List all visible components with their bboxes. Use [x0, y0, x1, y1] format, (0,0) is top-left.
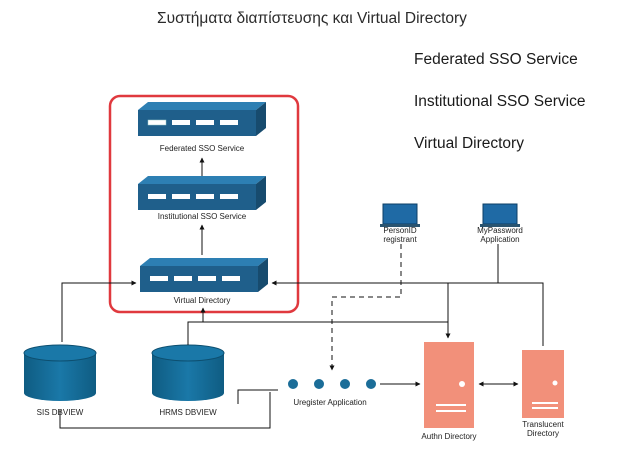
- label-institutional-sso: Institutional SSO Service: [157, 212, 247, 221]
- hrms-dbview-database-icon: [151, 344, 225, 401]
- translucent-directory-server-icon: [522, 350, 564, 418]
- uregister-dot-4: [366, 379, 376, 389]
- edge-hrms-to-uregister: [237, 389, 278, 404]
- authn-directory-server-icon: [424, 342, 474, 428]
- label-federated-sso: Federated SSO Service: [159, 144, 245, 153]
- virtual-directory-switch-icon: [140, 258, 268, 292]
- uregister-dot-3: [340, 379, 350, 389]
- label-sis-dbview: SIS DBVIEW: [36, 408, 84, 417]
- sis-dbview-database-icon: [23, 344, 97, 401]
- personid-laptop-icon: [380, 203, 420, 227]
- edge-sis-to-uregister: [59, 392, 271, 429]
- label-mypassword: MyPassword Application: [477, 226, 523, 244]
- mypassword-laptop-icon: [480, 203, 520, 227]
- edge-translucent-to-vd: [448, 282, 544, 346]
- legend-virtual-directory: Virtual Directory: [414, 135, 524, 152]
- uregister-dot-1: [288, 379, 298, 389]
- edge-personid-to-uregister: [329, 244, 402, 371]
- federated-sso-switch-icon: [138, 102, 266, 136]
- edge-hrms-to-vd: [187, 307, 206, 345]
- label-uregister: Uregister Application: [293, 398, 367, 407]
- uregister-dot-2: [314, 379, 324, 389]
- institutional-sso-switch-icon: [138, 176, 266, 210]
- label-hrms-dbview: HRMS DBVIEW: [159, 408, 217, 417]
- legend-federated-sso: Federated SSO Service: [414, 51, 578, 68]
- label-authn-directory: Authn Directory: [421, 432, 477, 441]
- label-personid: PersonID registrant: [383, 226, 417, 244]
- label-virtual-directory: Virtual Directory: [173, 296, 231, 305]
- legend-institutional-sso: Institutional SSO Service: [414, 93, 586, 110]
- edge-sis-to-vd: [61, 280, 137, 342]
- slide-title: Συστήματα διαπίστευσης και Virtual Direc…: [157, 10, 467, 27]
- label-translucent-directory: Translucent Directory: [522, 420, 564, 438]
